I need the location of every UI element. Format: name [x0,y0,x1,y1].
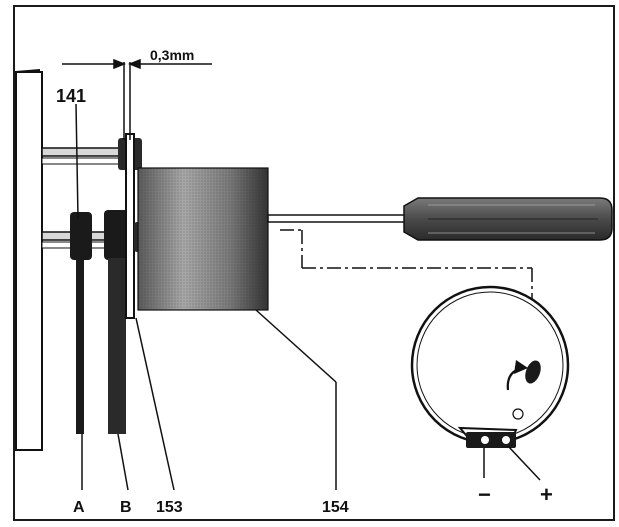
clearance-dimension [62,58,212,140]
wall-plate [15,69,43,451]
diagram-frame [13,5,615,521]
wrench-a [70,212,92,434]
screwdriver-icon [267,197,613,241]
part-141-label: 141 [56,86,86,106]
part-153-label: 153 [156,499,183,516]
part-154-label: 154 [322,499,349,516]
drum-154 [137,167,269,311]
minus-terminal-label: − [478,482,491,507]
callout-b-label: B [120,499,132,516]
clearance-label: 0,3mm [150,47,194,63]
motor-inset [410,285,570,448]
plus-terminal-label: + [540,482,553,507]
curved-arrow-icon [506,360,528,391]
callout-leaders [75,103,541,491]
callout-a-label: A [73,499,85,516]
wrench-b [104,210,130,434]
